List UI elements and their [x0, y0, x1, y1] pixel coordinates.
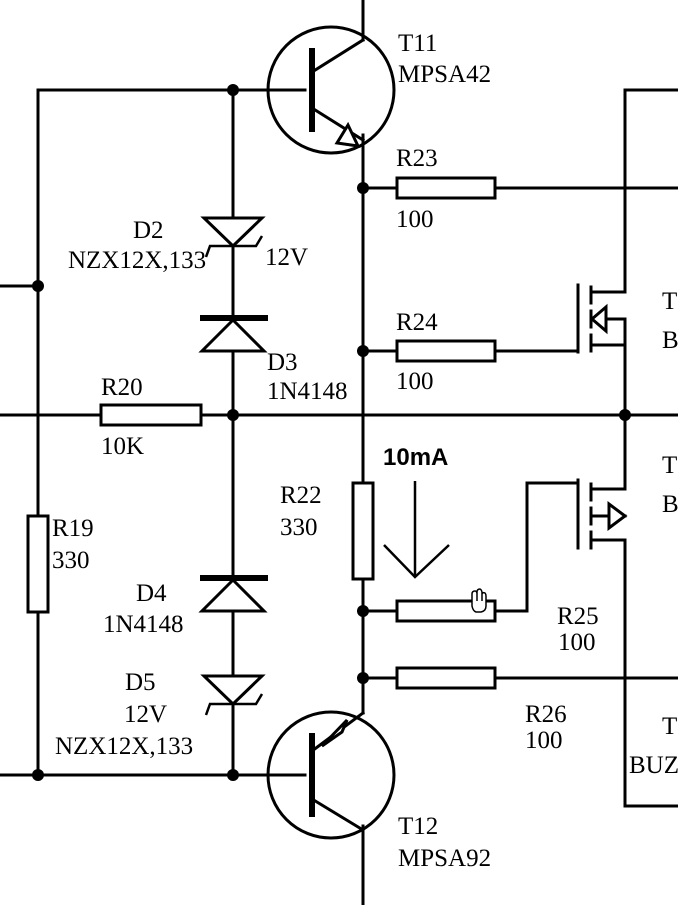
t11-ref: T11: [398, 30, 437, 57]
current-arrow: 10mA: [383, 444, 450, 579]
t12-part: MPSA92: [398, 845, 491, 872]
r24-ref: R24: [396, 309, 438, 336]
transistor-t11: T11 MPSA42: [266, 25, 491, 155]
d2-part: NZX12X,133: [68, 247, 206, 274]
r19-ref: R19: [52, 515, 94, 542]
diode-d4: D4 1N4148: [103, 575, 268, 638]
mosfet-right-bot-labels: T BUZ: [629, 713, 678, 779]
r24-value: 100: [396, 368, 434, 395]
zener-diode-d2: D2 NZX12X,133 12V: [68, 216, 308, 274]
t11-part: MPSA42: [398, 61, 491, 88]
r26-ref: R26: [525, 701, 567, 728]
resistor-r23: R23 100: [395, 145, 497, 233]
r19-value: 330: [52, 547, 90, 574]
r20-value: 10K: [101, 433, 144, 460]
d5-part: NZX12X,133: [55, 733, 193, 760]
resistor-r22: R22 330: [280, 481, 375, 581]
resistor-r26: R26 100: [395, 666, 567, 754]
resistor-r19: R19 330: [26, 514, 94, 614]
mosfet-bot-part: BUZ: [629, 752, 678, 779]
d2-voltage: 12V: [265, 244, 308, 271]
mosfet-mid-ref: T: [662, 452, 677, 479]
r26-value: 100: [525, 727, 563, 754]
t12-ref: T12: [398, 813, 438, 840]
junction-dots: [32, 84, 631, 781]
mosfet-mid-part: B: [662, 491, 678, 518]
d2-ref: D2: [133, 217, 164, 244]
diode-d3: D3 1N4148: [198, 315, 348, 405]
r22-ref: R22: [280, 482, 322, 509]
r23-value: 100: [396, 206, 434, 233]
transistor-t12: T12 MPSA92: [266, 710, 491, 872]
r23-ref: R23: [396, 145, 438, 172]
d5-ref: D5: [125, 669, 156, 696]
d3-ref: D3: [267, 349, 298, 376]
d4-ref: D4: [136, 580, 167, 607]
resistor-r24: R24 100: [395, 309, 497, 395]
d5-voltage: 12V: [124, 701, 167, 728]
d3-part: 1N4148: [267, 378, 348, 405]
r20-ref: R20: [101, 374, 143, 401]
mosfet-right-top: T B: [576, 283, 678, 354]
mosfet-top-part: B: [662, 327, 678, 354]
current-label: 10mA: [383, 444, 448, 471]
d4-part: 1N4148: [103, 611, 184, 638]
r22-value: 330: [280, 514, 318, 541]
r25-ref: R25: [557, 603, 599, 630]
resistor-r20: R20 10K: [99, 374, 203, 460]
resistor-r25: R25 100: [395, 599, 599, 656]
hand-cursor-icon: [471, 588, 487, 613]
zener-diode-d5: D5 12V NZX12X,133: [55, 669, 266, 760]
r25-value: 100: [558, 629, 596, 656]
mosfet-bot-ref: T: [662, 713, 677, 740]
mosfet-right-mid: T B: [576, 452, 678, 550]
mosfet-top-ref: T: [662, 288, 677, 315]
